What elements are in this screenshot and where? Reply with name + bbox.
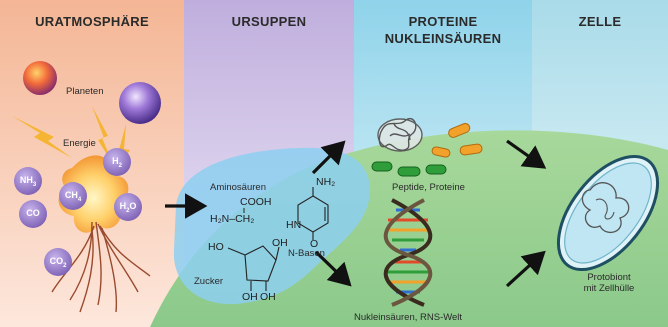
peptide-green-1 <box>371 161 393 172</box>
sugar-ring <box>227 245 280 291</box>
molecule-label-nh3: NH3 <box>19 175 37 188</box>
molecule-nh3 <box>14 167 42 195</box>
molecule-h2 <box>103 148 131 176</box>
label-energie: Energie <box>63 138 96 149</box>
peptide-green-2 <box>397 166 421 177</box>
protein-fold <box>377 117 423 152</box>
arrow-proteins-to-cell <box>506 139 547 169</box>
sugar-oh-left: OH <box>242 291 258 303</box>
planet-red <box>23 61 57 95</box>
soup-blob <box>173 147 370 305</box>
label-protobiont: Protobiont <box>587 272 631 283</box>
section-title-nukleinsaeuren: NUKLEINSÄUREN <box>384 31 502 46</box>
section-title-ursuppen: URSUPPEN <box>231 14 307 29</box>
molecule-ch4 <box>59 182 87 210</box>
label-n-basen: N-Basen <box>288 248 325 259</box>
amino-cooh: COOH <box>240 196 272 208</box>
helix-strand-2 <box>383 198 433 307</box>
flow-arrows <box>165 139 547 288</box>
molecule-co2 <box>44 248 72 276</box>
arrow-nucleic-to-cell <box>505 250 546 288</box>
volcano-roots <box>51 221 151 313</box>
planet-purple <box>119 82 161 124</box>
label-nukleinsaeuren: Nukleinsäuren, RNS-Welt <box>354 312 463 323</box>
nbase-nh2: NH₂ <box>316 176 336 188</box>
molecule-label-h2: H2 <box>112 156 122 169</box>
molecule-label-h2o: H2O <box>119 201 137 214</box>
cell-inner-membrane <box>564 162 652 264</box>
label-planeten: Planeten <box>66 86 104 97</box>
peptide-orange-2 <box>459 143 483 156</box>
peptide-orange-3 <box>431 146 451 158</box>
protobiont-cell <box>556 154 660 272</box>
arrow-to-nucleic <box>314 250 352 287</box>
nbase-hn: HN <box>286 219 302 231</box>
lightning-left <box>12 116 72 158</box>
amino-chain: H₂N–CH₂ <box>210 213 255 225</box>
sugar-ho: HO <box>208 241 224 253</box>
section-title-uratmosphaere: URATMOSPHÄRE <box>35 14 149 29</box>
molecule-h2o <box>114 193 142 221</box>
sugar-oh-right: OH <box>260 291 276 303</box>
peptide-orange-1 <box>448 123 471 138</box>
molecule-co <box>19 200 47 228</box>
section-title-zelle: ZELLE <box>578 14 622 29</box>
label-peptide-proteine: Peptide, Proteine <box>392 182 465 193</box>
nbase-ring <box>297 187 329 240</box>
label-zucker: Zucker <box>194 276 224 287</box>
cell-protein-fold <box>581 182 630 234</box>
section-title-proteine: PROTEINE <box>408 14 478 29</box>
peptide-green-3 <box>425 164 447 175</box>
arrow-to-proteins <box>311 140 346 175</box>
label-aminosaeuren: Aminosäuren <box>210 182 266 193</box>
molecule-label-co2: CO2 <box>49 256 67 269</box>
molecule-label-ch4: CH4 <box>64 190 82 203</box>
sugar-oh-top: OH <box>272 237 288 249</box>
label-zellhuelle: mit Zellhülle <box>583 283 635 294</box>
nbase-o: O <box>310 238 319 250</box>
volcano-flame <box>58 155 129 233</box>
molecule-label-co: CO <box>26 208 40 218</box>
nucleic-helix <box>383 198 433 307</box>
